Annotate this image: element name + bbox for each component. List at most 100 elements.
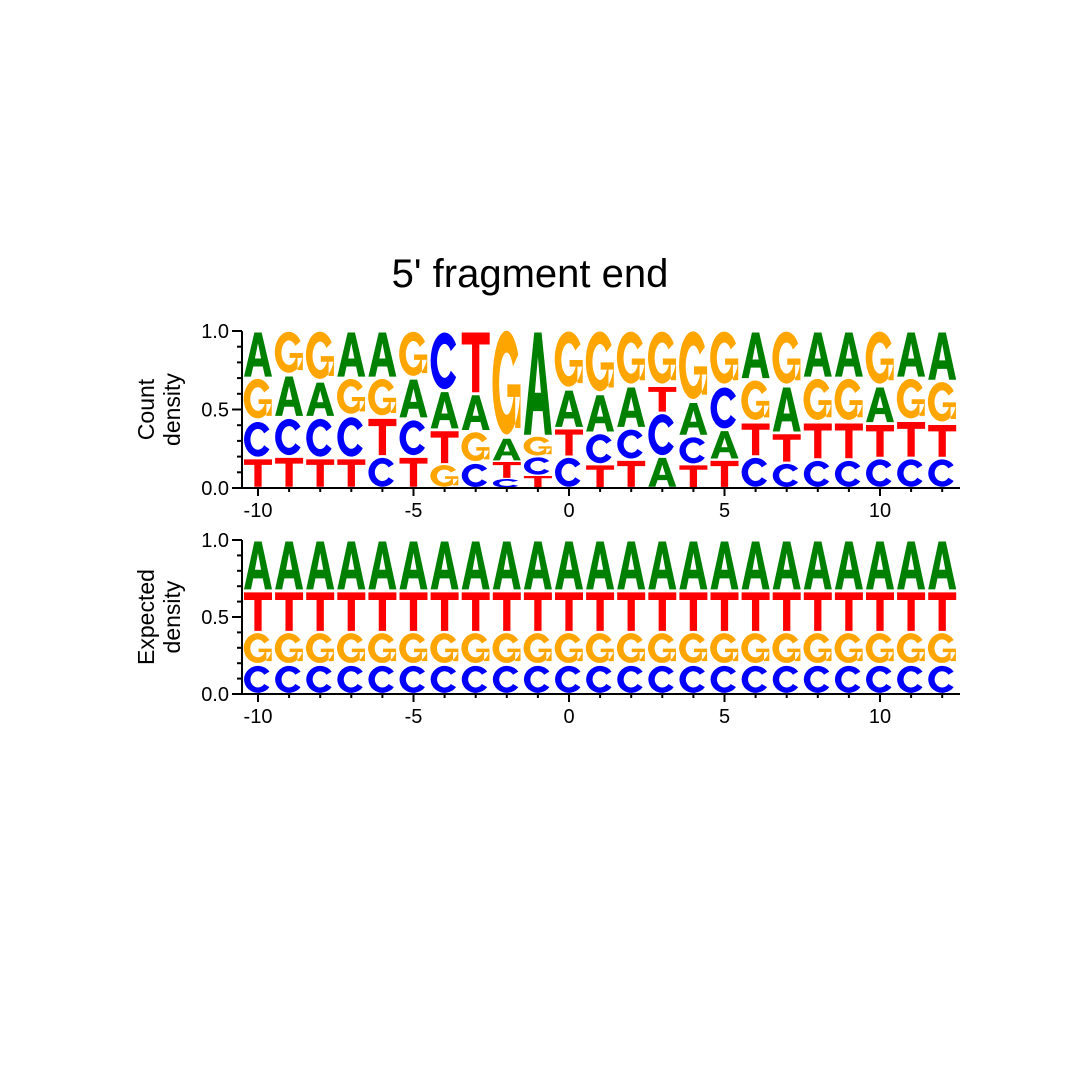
x-tick-label: -5 bbox=[405, 500, 423, 522]
logo-column--7 bbox=[336, 332, 366, 487]
logo-letter-G bbox=[399, 633, 428, 663]
logo-column--5 bbox=[399, 331, 428, 487]
chart-title: 5' fragment end bbox=[392, 252, 669, 296]
logo-letter-T bbox=[772, 434, 801, 462]
logo-letter-G bbox=[368, 633, 397, 663]
logo-letter-C bbox=[928, 459, 954, 487]
logo-column-0 bbox=[554, 541, 583, 693]
logo-column--4 bbox=[430, 541, 459, 693]
logo-column--2 bbox=[492, 330, 521, 488]
logo-letter-C bbox=[430, 665, 457, 693]
logo-letter-C bbox=[897, 459, 923, 487]
logo-letter-C bbox=[617, 429, 643, 459]
logo-column--5 bbox=[399, 541, 428, 693]
logo-letter-C bbox=[244, 665, 270, 693]
logo-letter-C bbox=[523, 457, 550, 475]
logo-letter-A bbox=[648, 541, 677, 590]
logo-letter-A bbox=[368, 541, 397, 590]
logo-letter-A bbox=[710, 431, 739, 459]
y-tick-label: 0.0 bbox=[201, 478, 229, 500]
logo-letter-T bbox=[430, 592, 459, 631]
logo-letter-T bbox=[897, 592, 926, 631]
logo-letter-T bbox=[306, 459, 335, 487]
logo-column-5 bbox=[710, 541, 739, 693]
logo-letter-C bbox=[492, 478, 519, 488]
logo-letter-T bbox=[244, 592, 272, 631]
logo-letter-C bbox=[648, 414, 674, 456]
logo-letter-C bbox=[555, 665, 581, 693]
logo-letter-C bbox=[679, 665, 705, 693]
logo-letter-T bbox=[586, 592, 615, 631]
logo-letter-T bbox=[648, 592, 677, 631]
logo-column-8 bbox=[803, 332, 832, 487]
logo-letter-A bbox=[897, 332, 926, 377]
x-tick-label: 0 bbox=[563, 500, 574, 522]
logo-letter-T bbox=[679, 592, 708, 631]
logo-letter-G bbox=[834, 378, 863, 420]
logo-column--4 bbox=[430, 332, 459, 487]
logo-letter-C bbox=[803, 665, 830, 693]
logo-letter-G bbox=[492, 633, 521, 663]
x-tick-label: 10 bbox=[869, 706, 891, 728]
logo-letter-G bbox=[554, 633, 583, 663]
logo-letter-G bbox=[679, 633, 708, 663]
logo-letter-A bbox=[928, 332, 957, 380]
logo-column-1 bbox=[585, 541, 615, 693]
logo-column--1 bbox=[523, 541, 552, 693]
logo-letter-T bbox=[244, 459, 272, 487]
logo-letter-A bbox=[772, 387, 801, 432]
logo-letter-G bbox=[368, 378, 397, 416]
logo-letter-G bbox=[647, 633, 677, 663]
logo-letter-T bbox=[866, 425, 894, 457]
logo-letter-A bbox=[368, 332, 397, 377]
logo-letter-T bbox=[772, 592, 801, 631]
x-tick-label: 5 bbox=[719, 500, 730, 522]
logo-column--3 bbox=[461, 541, 490, 693]
logo-column--6 bbox=[368, 332, 397, 487]
logo-letter-A bbox=[866, 387, 894, 423]
logo-letter-A bbox=[461, 541, 490, 590]
logo-letter-G bbox=[461, 633, 490, 663]
logo-letter-G bbox=[461, 432, 490, 462]
logo-letter-A bbox=[897, 541, 926, 590]
logo-letter-C bbox=[834, 460, 861, 487]
logo-letter-T bbox=[337, 459, 366, 487]
logo-column-6 bbox=[741, 332, 770, 487]
logo-letter-T bbox=[928, 425, 957, 457]
logo-letter-G bbox=[305, 633, 334, 663]
logo-column-4 bbox=[679, 541, 708, 693]
logo-column--8 bbox=[305, 331, 335, 487]
logo-letter-A bbox=[866, 541, 894, 590]
x-tick-label: 5 bbox=[719, 706, 730, 728]
logo-letter-C bbox=[275, 665, 301, 693]
logo-letter-A bbox=[803, 541, 832, 590]
logo-letter-C bbox=[244, 421, 270, 457]
logo-column-2 bbox=[616, 541, 646, 693]
logo-column--9 bbox=[274, 541, 304, 693]
y-tick-label: 0.5 bbox=[201, 607, 229, 629]
logo-letter-A bbox=[710, 541, 739, 590]
logo-letter-G bbox=[616, 331, 645, 384]
logo-letter-C bbox=[461, 463, 488, 487]
logo-letter-G bbox=[772, 331, 801, 384]
logo-letter-A bbox=[617, 387, 646, 427]
logo-letter-A bbox=[586, 541, 615, 590]
logo-letter-A bbox=[555, 541, 583, 590]
logo-letter-A bbox=[523, 541, 552, 590]
logo-letter-A bbox=[430, 541, 459, 590]
logo-column-11 bbox=[896, 332, 926, 487]
logo-column-12 bbox=[927, 332, 957, 487]
logo-letter-G bbox=[430, 633, 459, 663]
logo-letter-G bbox=[927, 382, 956, 422]
logo-letter-C bbox=[741, 457, 768, 487]
logo-letter-A bbox=[648, 457, 677, 487]
logo-letter-T bbox=[555, 592, 583, 631]
logo-letter-A bbox=[244, 332, 272, 377]
logo-letter-C bbox=[741, 665, 768, 693]
logo-letter-T bbox=[275, 592, 304, 631]
x-tick-label: -10 bbox=[244, 500, 273, 522]
logo-letter-C bbox=[555, 457, 581, 487]
x-tick-label: 0 bbox=[563, 706, 574, 728]
